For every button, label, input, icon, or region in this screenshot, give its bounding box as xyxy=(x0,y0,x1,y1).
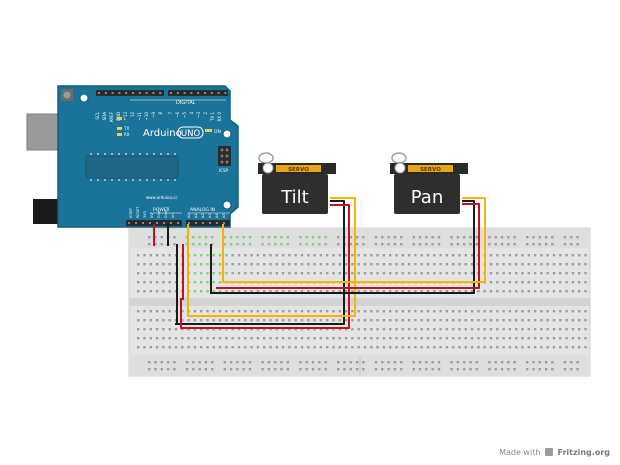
analog-label: ANALOG IN xyxy=(190,207,215,213)
wire-pan-power xyxy=(216,203,480,289)
pin-label: 2 xyxy=(203,112,208,115)
digital-header xyxy=(96,90,228,96)
l-led xyxy=(117,117,122,120)
servo-horn-icon xyxy=(391,152,407,164)
servo-tilt: SERVO Tilt xyxy=(258,152,336,214)
microcontroller-chip xyxy=(85,153,179,181)
made-with-text: Made with xyxy=(499,448,541,457)
wire-pan-ground xyxy=(210,200,475,294)
pin-label: ~5 xyxy=(182,112,187,118)
power-label: POWER xyxy=(153,207,170,213)
pin-label: 3V3 xyxy=(143,211,147,218)
on-label: ON xyxy=(214,129,221,135)
wire-tilt-power xyxy=(180,204,350,329)
servo-label-tilt: Tilt xyxy=(280,187,309,208)
on-led xyxy=(205,129,212,132)
pin-label: RESET xyxy=(136,206,140,218)
pin-label: ~11 xyxy=(137,112,142,121)
servo-label-pan: Pan xyxy=(411,187,443,208)
pin-label: TX 1 xyxy=(210,112,215,122)
servo-horn-icon xyxy=(258,152,274,164)
l-label: L xyxy=(124,116,127,121)
pin-label: ~10 xyxy=(144,112,149,121)
tx-led xyxy=(117,127,122,130)
wire-tilt-signal xyxy=(187,197,356,317)
wires xyxy=(153,197,486,329)
breadboard xyxy=(128,227,591,377)
pin-label: IOREF xyxy=(129,208,133,218)
servo-pan: SERVO Pan xyxy=(390,152,468,214)
uno-badge: UNO xyxy=(181,129,201,139)
rx-led xyxy=(117,133,122,136)
pin-label: 5V xyxy=(150,213,154,218)
pin-label: A5 xyxy=(222,213,226,218)
pin-label: RX 0 xyxy=(217,112,222,122)
servo-brand: SERVO xyxy=(288,167,309,173)
rx-label: RX xyxy=(124,132,130,137)
fritzing-link[interactable]: Fritzing.org xyxy=(557,448,611,457)
pin-label: 13 xyxy=(123,112,128,118)
pin-label: GND xyxy=(116,112,121,121)
fritzing-logo-icon xyxy=(544,448,553,456)
pin-label: A4 xyxy=(215,213,219,218)
wire-tilt-ground xyxy=(175,200,345,325)
servo-brand: SERVO xyxy=(420,167,441,173)
power-analog-header xyxy=(126,220,230,226)
pin-label: 4 xyxy=(189,112,194,115)
pin-label: 8 xyxy=(158,112,163,115)
pin-label: SDA xyxy=(102,112,107,121)
icsp-label: ICSP xyxy=(219,168,229,173)
icsp-header: ICSP xyxy=(218,146,231,173)
pin-label: ~3 xyxy=(196,112,201,118)
pin-label: Gnd xyxy=(164,211,168,218)
wire-pan-signal xyxy=(222,197,486,283)
digital-label: DIGITAL xyxy=(176,100,196,106)
arduino-brand: Arduino xyxy=(143,128,182,139)
pin-label: SCL xyxy=(95,111,100,119)
pin-label: Vin xyxy=(171,212,175,218)
pin-label: ~6 xyxy=(175,112,180,118)
tx-label: TX xyxy=(123,126,129,131)
fritzing-footer: Made with Fritzing.org xyxy=(499,448,610,457)
pin-label: 7 xyxy=(168,112,173,115)
pin-label: ~9 xyxy=(151,112,156,118)
pin-label: A2 xyxy=(201,213,205,218)
arduino-url: www.arduino.cc xyxy=(146,195,178,200)
pin-label: A0 xyxy=(187,213,191,218)
pin-label: Gnd xyxy=(157,211,161,218)
pin-label: A1 xyxy=(194,213,198,218)
pin-label: A3 xyxy=(208,213,212,218)
pin-label: AREF xyxy=(109,111,114,122)
breadboard-center-channel xyxy=(129,298,590,306)
pin-label: 12 xyxy=(130,112,135,118)
arduino-uno-board: SCL SDA AREF GND 13 12 ~11 ~10 ~9 8 7 ~6… xyxy=(26,85,239,228)
